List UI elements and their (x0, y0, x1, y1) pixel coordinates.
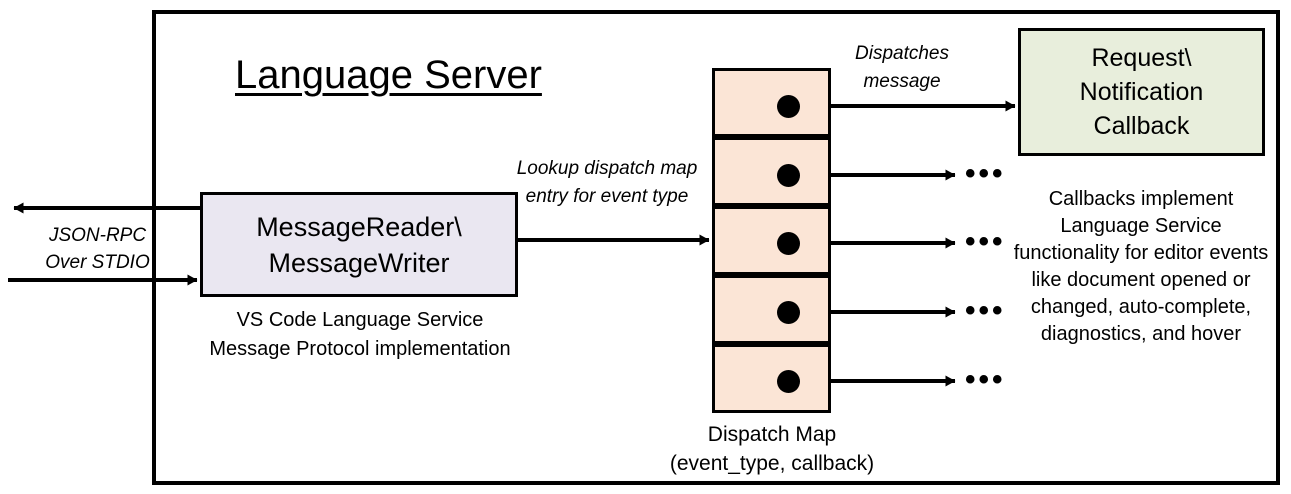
message-io-box[interactable]: MessageReader\ MessageWriter (200, 192, 518, 297)
jsonrpc-edge-label: JSON-RPC Over STDIO (30, 222, 165, 276)
ellipsis-icon: ••• (965, 225, 1006, 258)
dispatches-edge-label: Dispatches message (827, 40, 977, 96)
jsonrpc-edge-label-line-2: Over STDIO (45, 252, 150, 273)
message-io-caption-line-1: VS Code Language Service (236, 309, 484, 331)
dispatch-map-cell[interactable] (712, 206, 831, 275)
jsonrpc-edge-label-line-1: JSON-RPC (48, 225, 147, 246)
ellipsis-icon: ••• (965, 157, 1006, 190)
callback-box[interactable]: Request\ Notification Callback (1018, 28, 1265, 156)
dispatches-edge-label-line-1: Dispatches (855, 43, 949, 64)
ellipsis-icon: ••• (965, 363, 1006, 396)
ellipsis-icon: ••• (965, 294, 1006, 327)
dispatch-map-entry-dot (777, 95, 800, 118)
dispatch-map-entry-dot (777, 232, 800, 255)
dispatch-map-caption-line-2: (event_type, callback) (669, 452, 875, 475)
language-server-boundary (152, 10, 1280, 485)
callback-line-2: Notification (1079, 78, 1204, 106)
dispatch-map-cell[interactable] (712, 68, 831, 137)
dispatch-map-entry-dot (777, 164, 800, 187)
callback-line-3: Callback (1093, 112, 1190, 140)
page-title: Language Server (235, 53, 542, 97)
message-io-box-label: MessageReader\ MessageWriter (256, 209, 462, 281)
dispatch-map-caption-line-1: Dispatch Map (707, 423, 837, 446)
callback-line-1: Request\ (1091, 44, 1192, 72)
callback-caption: Callbacks implement Language Service fun… (1013, 188, 1269, 345)
message-io-line-1: MessageReader\ (256, 211, 462, 242)
dispatch-map-caption: Dispatch Map (event_type, callback) (637, 420, 907, 478)
dispatch-map-cell[interactable] (712, 275, 831, 344)
message-io-caption-line-2: Message Protocol implementation (209, 338, 511, 360)
dispatches-edge-label-line-2: message (863, 71, 941, 92)
dispatch-map-cell[interactable] (712, 137, 831, 206)
callback-box-label: Request\ Notification Callback (1080, 41, 1204, 143)
message-io-caption: VS Code Language Service Message Protoco… (190, 306, 530, 364)
message-io-line-2: MessageWriter (268, 247, 450, 278)
dispatch-map-entry-dot (777, 370, 800, 393)
dispatch-map-cell[interactable] (712, 344, 831, 413)
lookup-edge-label: Lookup dispatch map entry for event type (516, 158, 698, 207)
dispatch-map-entry-dot (777, 301, 800, 324)
